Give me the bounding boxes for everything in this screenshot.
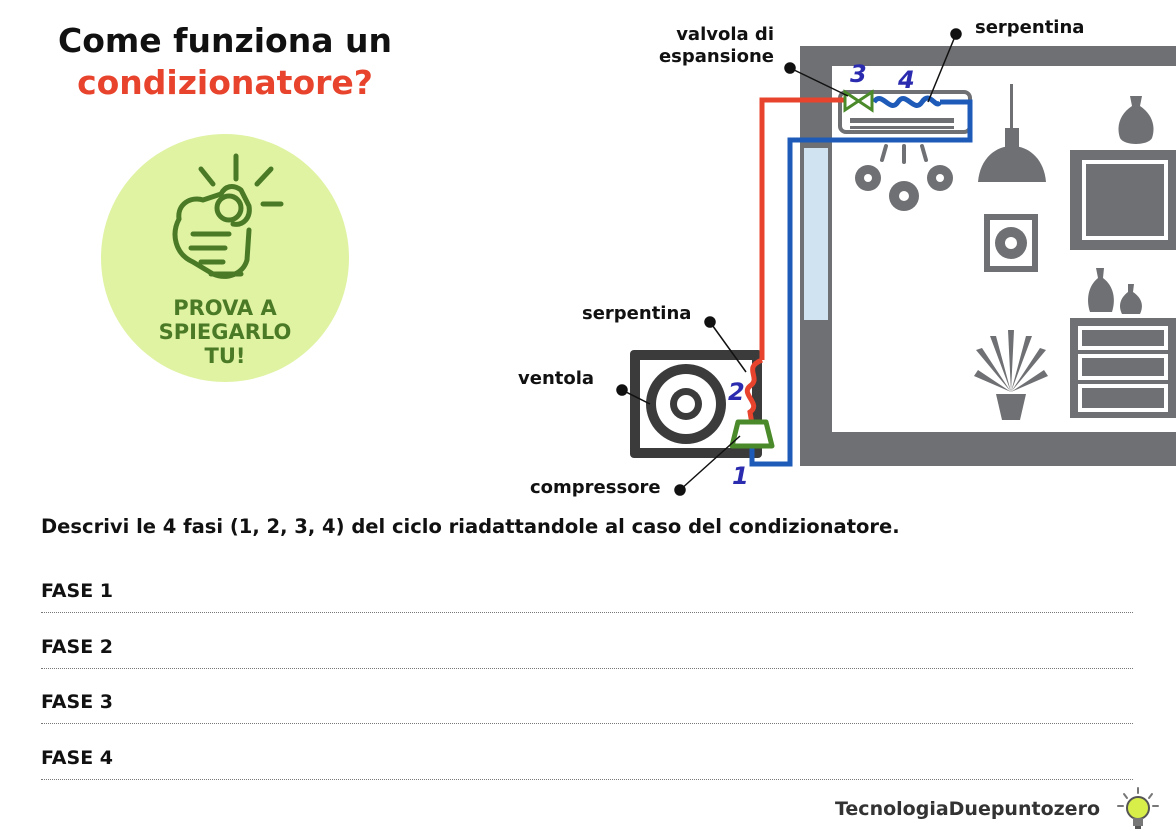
snowflake-icon [855,165,953,211]
coil-indoor-label: serpentina [975,17,1085,38]
lamp-icon [978,84,1046,182]
fan-label: ventola [518,368,595,389]
cabinet-top [1070,150,1176,250]
hot-coil [744,357,764,425]
cold-coil [871,95,943,108]
prova-badge: PROVA A SPIEGARLO TU! [101,134,349,382]
badge-line-3: TU! [204,344,246,368]
leader-lines [616,28,962,496]
title-line-1: Come funziona un [58,21,392,60]
phase-line-3[interactable]: FASE 3 [41,683,1133,724]
brand-name: TecnologiaDuepuntozero [834,798,1100,820]
phase-label: FASE 3 [41,691,114,713]
ac-diagram: 1 2 3 4 valvola di espansione serpentina… [500,0,1176,510]
lightbulb-icon [1117,787,1159,829]
valve-label-line-2: espansione [658,46,774,67]
vase-icon [1118,96,1154,144]
coil-outdoor-label: serpentina [582,303,692,324]
compressor-label: compressore [530,477,661,498]
page-title: Come funziona un condizionatore? [0,20,450,104]
badge-line-1: PROVA A [173,296,277,320]
plant-icon [974,330,1048,420]
phase-line-2[interactable]: FASE 2 [41,628,1133,669]
phase-line-4[interactable]: FASE 4 [41,739,1133,780]
phase-label: FASE 4 [41,747,114,769]
picture-frame [984,214,1038,272]
cabinet-drawers [1070,318,1176,418]
step-number: 2 [728,378,745,406]
valve-label-line-1: valvola di [676,24,774,45]
step-number: 4 [897,66,915,94]
valve-label: valvola di espansione [659,24,774,68]
vase-icon [1120,284,1142,314]
badge-line-2: SPIEGARLO [158,320,292,344]
pointing-hand-icon [172,153,284,279]
cold-air [880,144,928,164]
hot-pipe [759,97,845,360]
ac-diagram-drawing: 1 2 3 4 [616,28,1176,496]
phase-line-1[interactable]: FASE 1 [41,572,1133,613]
step-number: 1 [732,462,749,490]
outdoor-unit [630,350,762,458]
phase-label: FASE 2 [41,636,114,658]
title-line-2: condizionatore? [77,63,373,102]
compressor-icon [729,419,775,449]
vase-icon [1088,268,1114,312]
expansion-valve-icon [843,89,874,113]
phase-label: FASE 1 [41,580,114,602]
instruction-text: Descrivi le 4 fasi (1, 2, 3, 4) del cicl… [41,515,900,538]
badge-text: PROVA A SPIEGARLO TU! [101,296,349,368]
step-number: 3 [850,60,867,88]
cold-pipe [749,99,973,467]
room-walls [800,46,1176,466]
